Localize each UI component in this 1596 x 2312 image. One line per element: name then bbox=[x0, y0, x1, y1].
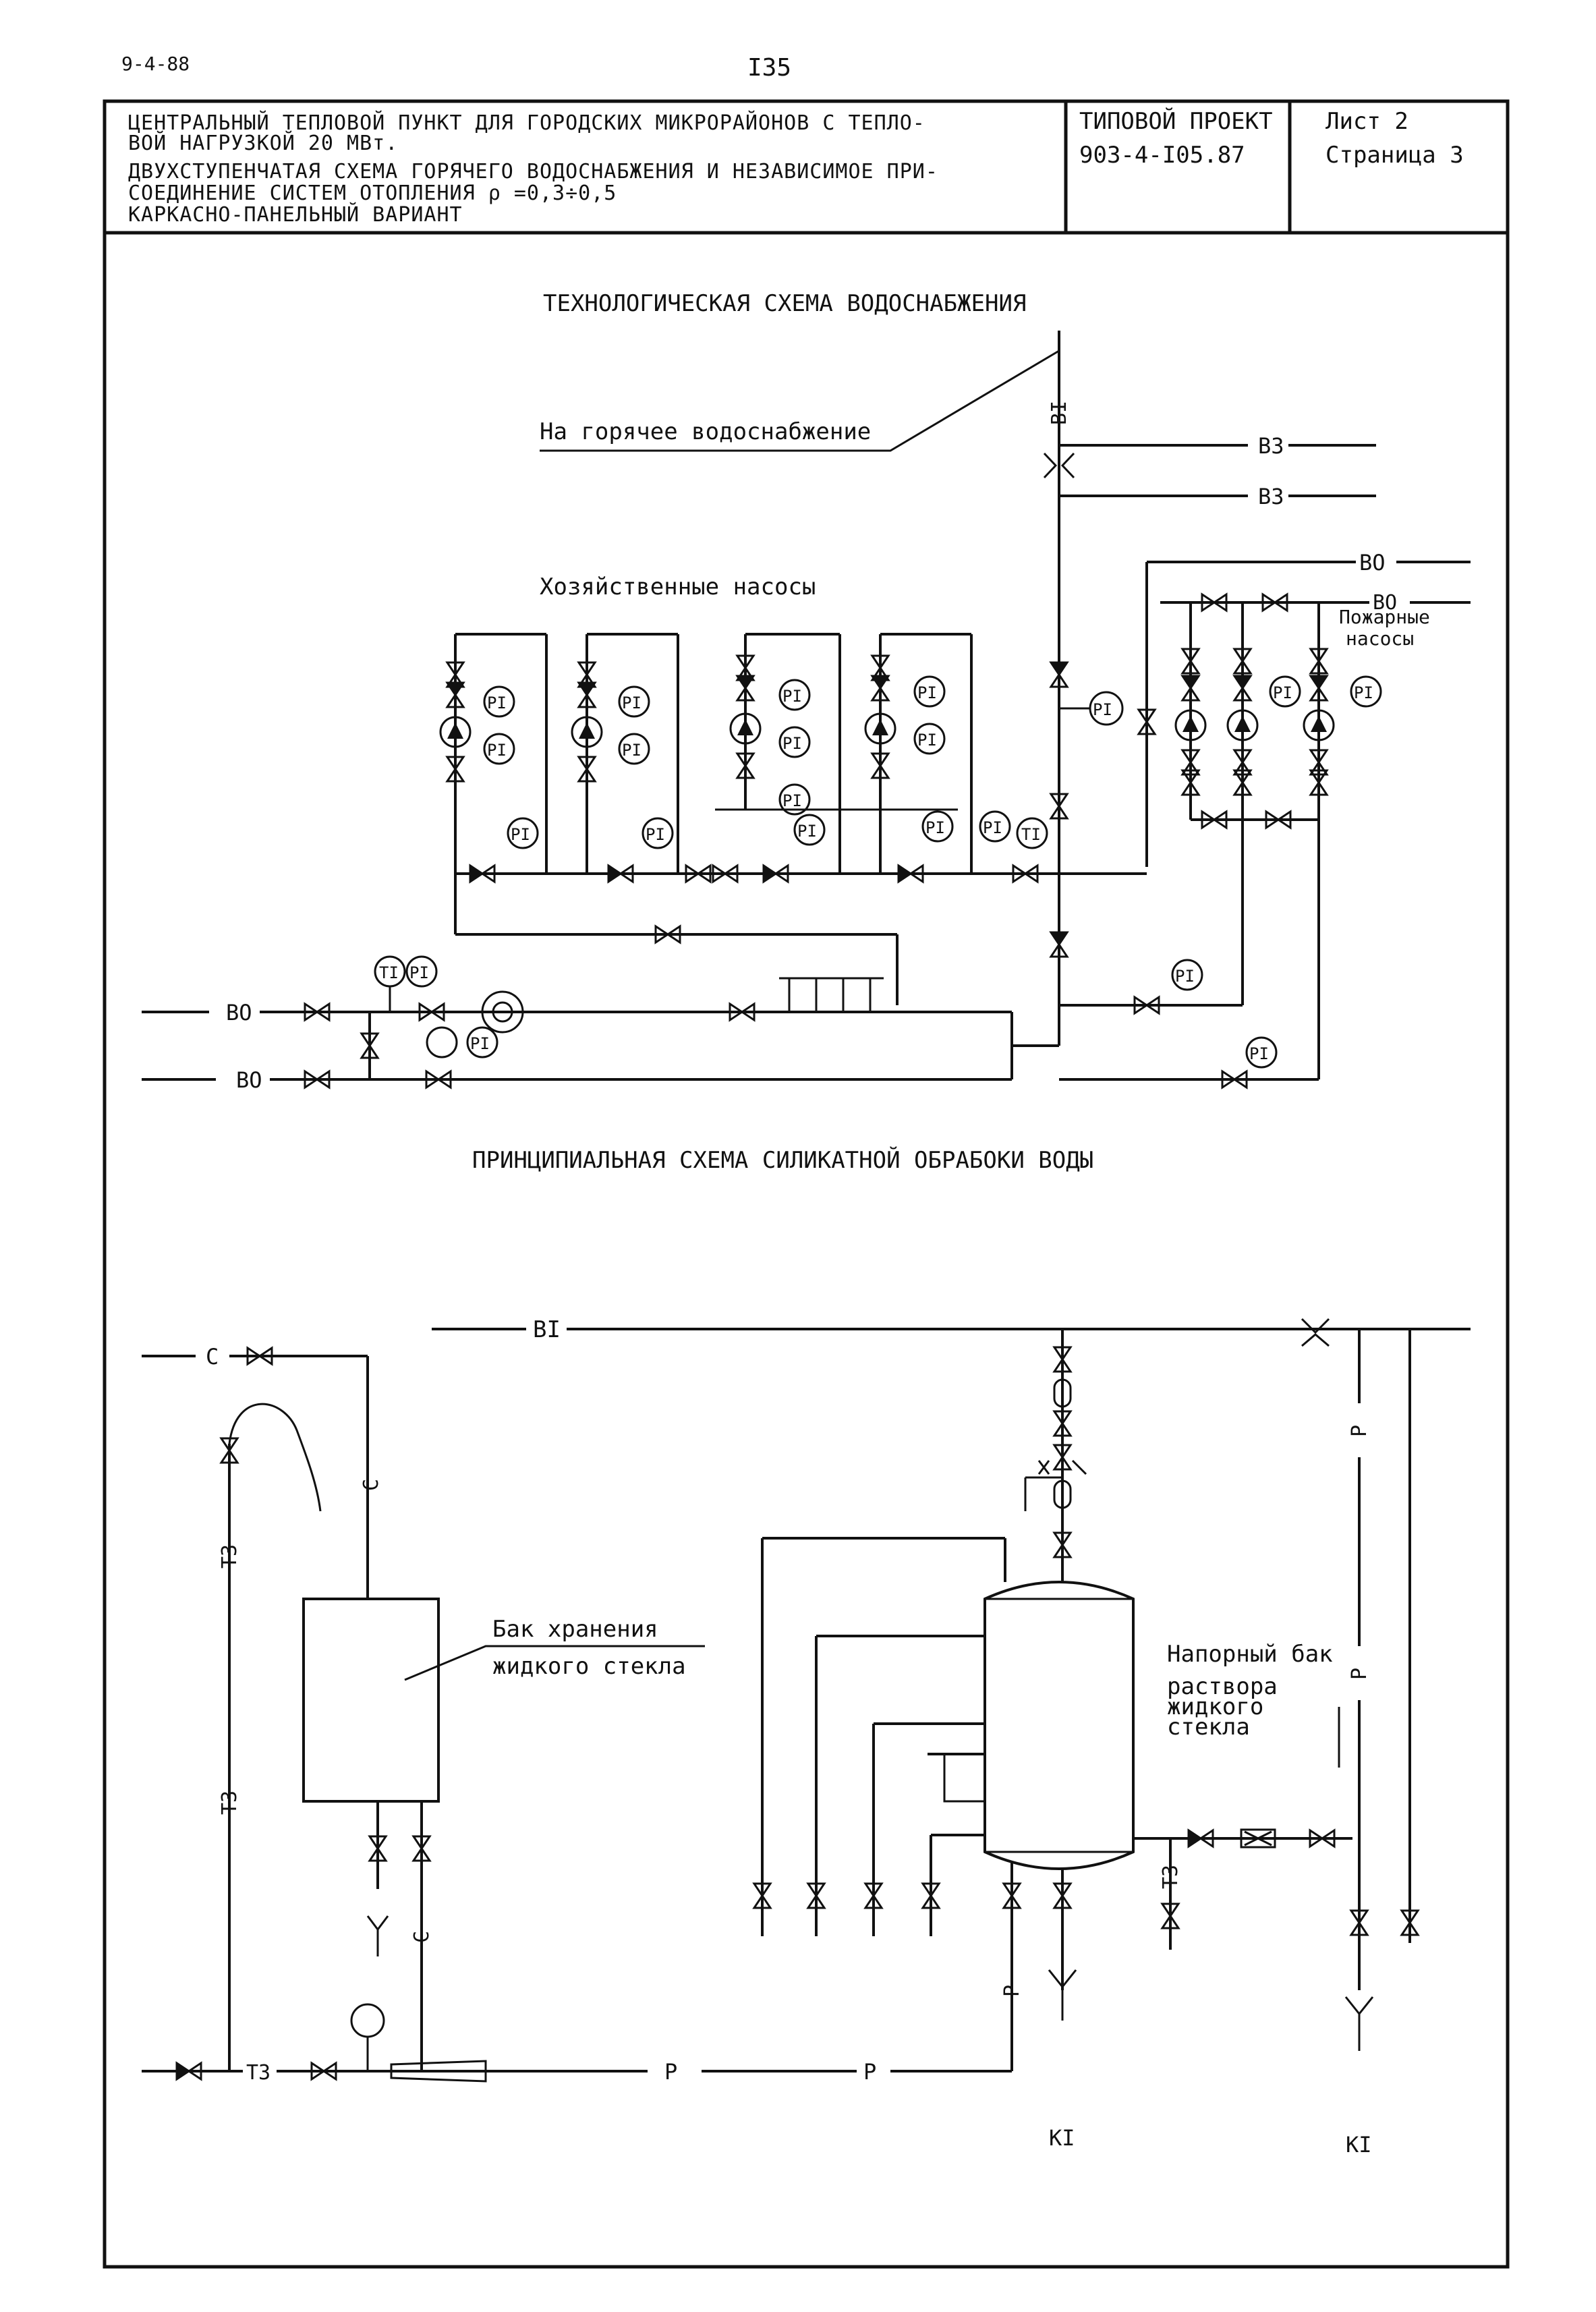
svg-text:PI: PI bbox=[917, 731, 937, 750]
svg-text:P: P bbox=[1348, 1425, 1371, 1437]
svg-text:PI: PI bbox=[487, 741, 507, 760]
b1-orifice bbox=[1043, 452, 1075, 479]
storage-tank bbox=[302, 1598, 440, 1803]
sheet-number: Лист 2 bbox=[1326, 108, 1408, 135]
svg-text:PI: PI bbox=[1354, 683, 1373, 702]
domestic-pump-4: PI PI PI PI TI bbox=[864, 633, 1048, 883]
svg-text:T3: T3 bbox=[246, 2061, 270, 2085]
svg-text:PI: PI bbox=[925, 818, 945, 837]
svg-text:PI: PI bbox=[983, 818, 1002, 837]
svg-text:T3: T3 bbox=[1159, 1865, 1182, 1889]
pressure-tank-label-1: Напорный бак bbox=[1167, 1641, 1333, 1668]
pressure-tank bbox=[984, 1581, 1135, 1870]
fire-pump-2: PI bbox=[1226, 602, 1301, 918]
k1-label-1: KI bbox=[1049, 2125, 1075, 2151]
k1-label-2: KI bbox=[1346, 2132, 1372, 2158]
svg-text:PI: PI bbox=[1093, 700, 1112, 719]
pressure-tank-label-3: жидкого bbox=[1167, 1693, 1264, 1720]
title-line-1: ЦЕНТРАЛЬНЫЙ ТЕПЛОВОЙ ПУНКТ ДЛЯ ГОРОДСКИХ… bbox=[128, 111, 925, 135]
fire-pump-3: PI bbox=[1303, 602, 1382, 1079]
sheet-frame bbox=[103, 99, 1510, 2269]
svg-text:T3: T3 bbox=[218, 1544, 241, 1569]
b0-label-d: BO bbox=[236, 1067, 262, 1093]
title-line-2: ВОЙ НАГРУЗКОЙ 20 МВт. bbox=[128, 132, 399, 155]
svg-text:PI: PI bbox=[782, 734, 802, 753]
svg-text:PI: PI bbox=[1273, 683, 1292, 702]
svg-text:PI: PI bbox=[1249, 1044, 1269, 1063]
b3-label-a: B3 bbox=[1258, 433, 1284, 459]
svg-text:PI: PI bbox=[511, 825, 530, 844]
svg-text:PI: PI bbox=[782, 791, 802, 810]
p-label-2: P bbox=[863, 2059, 876, 2085]
b1-riser-label: BI bbox=[1048, 401, 1071, 425]
svg-text:PI: PI bbox=[622, 741, 642, 760]
b0-label-a: BO bbox=[1359, 550, 1386, 575]
fire-pumps-label-2: насосы bbox=[1346, 627, 1415, 650]
fire-pumps-label-1: Пожарные bbox=[1339, 606, 1430, 628]
project-label: ТИПОВОЙ ПРОЕКТ bbox=[1079, 108, 1273, 135]
c-label-top: C bbox=[206, 1344, 219, 1370]
pressure-tank-label-4: стекла bbox=[1167, 1714, 1250, 1741]
tank-drains bbox=[753, 1537, 1077, 2021]
title-line-3: ДВУХСТУПЕНЧАТАЯ СХЕМА ГОРЯЧЕГО ВОДОСНАБЖ… bbox=[128, 160, 938, 184]
storage-tank-leader bbox=[404, 1645, 705, 1681]
storage-tank-label-2: жидкого стекла bbox=[492, 1653, 686, 1680]
domestic-pumps-label: Хозяйственные насосы bbox=[540, 573, 816, 600]
storage-tank-label-1: Бак хранения bbox=[492, 1616, 658, 1643]
pressure-gauge bbox=[350, 2003, 385, 2038]
svg-text:PI: PI bbox=[409, 963, 429, 982]
svg-text:PI: PI bbox=[1175, 967, 1195, 986]
s2-b1-label: BI bbox=[533, 1316, 561, 1343]
b3-label-b: B3 bbox=[1258, 484, 1284, 509]
scheme2-title: ПРИНЦИПИАЛЬНАЯ СХЕМА СИЛИКАТНОЙ ОБРАБОКИ… bbox=[472, 1147, 1094, 1174]
b0-label-c: BO bbox=[226, 1000, 252, 1025]
scheme1-title: ТЕХНОЛОГИЧЕСКАЯ СХЕМА ВОДОСНАБЖЕНИЯ bbox=[543, 290, 1027, 317]
page-number: I35 bbox=[747, 54, 792, 82]
project-code: 903-4-I05.87 bbox=[1079, 142, 1245, 169]
page-code: 9-4-88 bbox=[121, 53, 190, 75]
svg-text:PI: PI bbox=[646, 825, 665, 844]
svg-text:T3: T3 bbox=[218, 1791, 241, 1815]
b0-label-b: BO bbox=[1373, 591, 1397, 615]
dosing-taps bbox=[779, 977, 884, 1012]
hot-water-leader bbox=[540, 349, 1060, 452]
hot-water-label: На горячее водоснабжение bbox=[540, 418, 872, 445]
title-line-5: КАРКАСНО-ПАНЕЛЬНЫЙ ВАРИАНТ bbox=[128, 203, 463, 227]
svg-text:PI: PI bbox=[797, 822, 817, 841]
svg-text:PI: PI bbox=[782, 687, 802, 706]
domestic-pump-2: PI PI PI bbox=[571, 633, 679, 883]
page-label: Страница 3 bbox=[1326, 142, 1464, 169]
svg-text:PI: PI bbox=[622, 694, 642, 712]
fire-pump-1 bbox=[1174, 602, 1207, 820]
svg-text:TI: TI bbox=[1021, 825, 1041, 844]
svg-text:PI: PI bbox=[487, 694, 507, 712]
svg-text:P: P bbox=[1348, 1668, 1371, 1680]
svg-text:PI: PI bbox=[470, 1034, 490, 1053]
domestic-pump-1: PI PI PI bbox=[439, 633, 548, 883]
svg-text:P: P bbox=[1000, 1985, 1024, 1997]
ejector bbox=[390, 2060, 487, 2083]
flow-meter bbox=[481, 990, 524, 1034]
svg-text:C: C bbox=[410, 1931, 434, 1943]
svg-text:PI: PI bbox=[917, 683, 937, 702]
p-label-1: P bbox=[664, 2059, 677, 2085]
svg-text:C: C bbox=[360, 1479, 383, 1491]
pressure-tank-label-2: раствора bbox=[1167, 1673, 1278, 1700]
domestic-pump-3: PI PI PI PI bbox=[729, 633, 841, 883]
svg-text:TI: TI bbox=[379, 963, 399, 982]
title-line-4: СОЕДИНЕНИЕ СИСТЕМ ОТОПЛЕНИЯ ρ =0,3÷0,5 bbox=[128, 181, 617, 205]
hose bbox=[228, 1403, 322, 1512]
